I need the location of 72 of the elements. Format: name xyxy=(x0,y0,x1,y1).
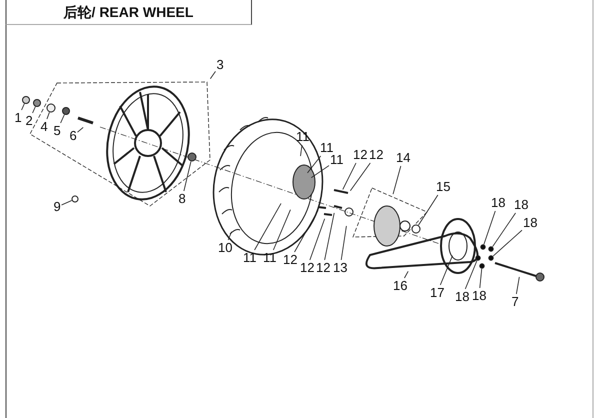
leader-line xyxy=(184,161,192,192)
title: 后轮/ REAR WHEEL xyxy=(6,0,252,25)
leader-line xyxy=(464,260,478,290)
leader-line xyxy=(46,112,50,120)
leader-line xyxy=(294,210,318,252)
leader-line xyxy=(404,270,409,278)
nut-icon xyxy=(22,96,30,104)
callout-number: 18 xyxy=(523,216,538,230)
leader-line xyxy=(342,162,356,190)
leader-line xyxy=(307,156,322,174)
callout-number: 1 xyxy=(14,111,22,125)
callout-number: 5 xyxy=(54,124,61,138)
leader-line xyxy=(516,276,520,294)
leader-line xyxy=(340,226,347,260)
callout-number: 13 xyxy=(333,261,348,275)
callout-number: 6 xyxy=(70,129,77,143)
nut-icon xyxy=(33,99,41,107)
callout-number: 18 xyxy=(491,196,506,210)
callout-number: 11 xyxy=(320,141,334,155)
callout-number: 12 xyxy=(283,253,298,267)
callout-number: 4 xyxy=(40,120,48,134)
leader-line xyxy=(32,106,36,114)
nut-icon xyxy=(480,244,486,250)
callout-number: 8 xyxy=(178,192,186,206)
callout-number: 2 xyxy=(26,114,33,128)
callout-number: 9 xyxy=(54,200,61,214)
callout-number: 12 xyxy=(316,261,330,275)
valve-icon xyxy=(72,196,78,202)
leader-line xyxy=(392,166,402,195)
leader-line xyxy=(310,165,330,178)
callout-number: 11 xyxy=(330,153,344,167)
leader-line xyxy=(479,268,482,288)
nut-icon xyxy=(188,152,196,162)
leader-line xyxy=(272,209,291,250)
leader-line xyxy=(254,203,282,250)
leader-line xyxy=(309,218,326,260)
leader-line xyxy=(61,200,72,206)
callout-number: 14 xyxy=(396,151,410,165)
callout-number: 18 xyxy=(472,289,486,303)
leader-line xyxy=(492,212,516,248)
bearing-icon xyxy=(412,224,420,234)
nut-icon xyxy=(488,255,494,261)
callout-number: 18 xyxy=(455,290,470,304)
leader-line xyxy=(210,70,216,80)
leader-line xyxy=(492,230,522,257)
leader-line xyxy=(77,127,84,133)
callout-number: 12 xyxy=(369,148,384,162)
leader-line xyxy=(350,162,371,192)
callout-number: 12 xyxy=(353,148,368,162)
nut-icon xyxy=(62,107,70,115)
callout-number: 17 xyxy=(430,286,444,300)
callout-number: 10 xyxy=(218,241,232,255)
callout-number: 12 xyxy=(300,261,314,275)
leader-line xyxy=(60,114,65,124)
callout-number: 15 xyxy=(436,180,450,194)
leader-line xyxy=(228,231,232,240)
leader-line xyxy=(418,194,438,226)
callout-number: 3 xyxy=(216,58,224,72)
leader-line xyxy=(21,103,25,110)
callout-number: 11 xyxy=(243,251,256,265)
leader-line xyxy=(300,144,302,156)
nut-icon xyxy=(479,263,485,269)
washer-icon xyxy=(46,104,56,112)
callout-number: 7 xyxy=(512,295,519,309)
callout-number: 18 xyxy=(514,198,528,212)
leader-line xyxy=(484,210,496,245)
leader-line xyxy=(324,212,335,260)
callout-number: 11 xyxy=(263,251,276,265)
leader-line xyxy=(440,255,453,286)
callout-number: 16 xyxy=(393,279,408,293)
nut-icon xyxy=(488,246,494,252)
nut-icon xyxy=(475,255,481,261)
